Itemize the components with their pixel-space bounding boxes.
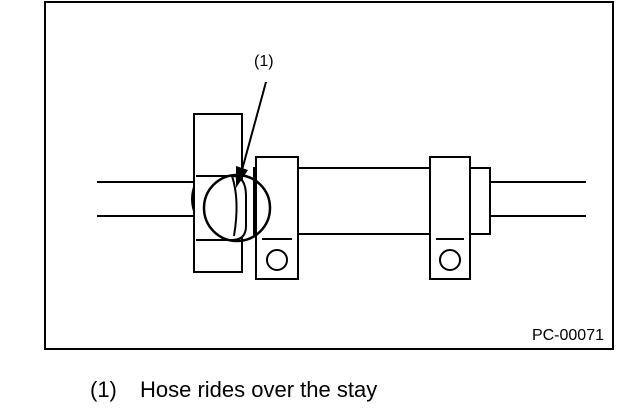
legend-number: (1) [90, 377, 117, 402]
callout-arrow [236, 81, 267, 188]
clamp-left [255, 156, 299, 280]
clamp-right [429, 156, 471, 280]
figure-id: PC-00071 [532, 327, 604, 344]
legend-item: (1) Hose rides over the stay [90, 377, 377, 403]
hose [97, 181, 586, 217]
diagram-border [44, 1, 614, 350]
callout-label: (1) [254, 53, 274, 70]
legend-text: Hose rides over the stay [140, 377, 378, 402]
